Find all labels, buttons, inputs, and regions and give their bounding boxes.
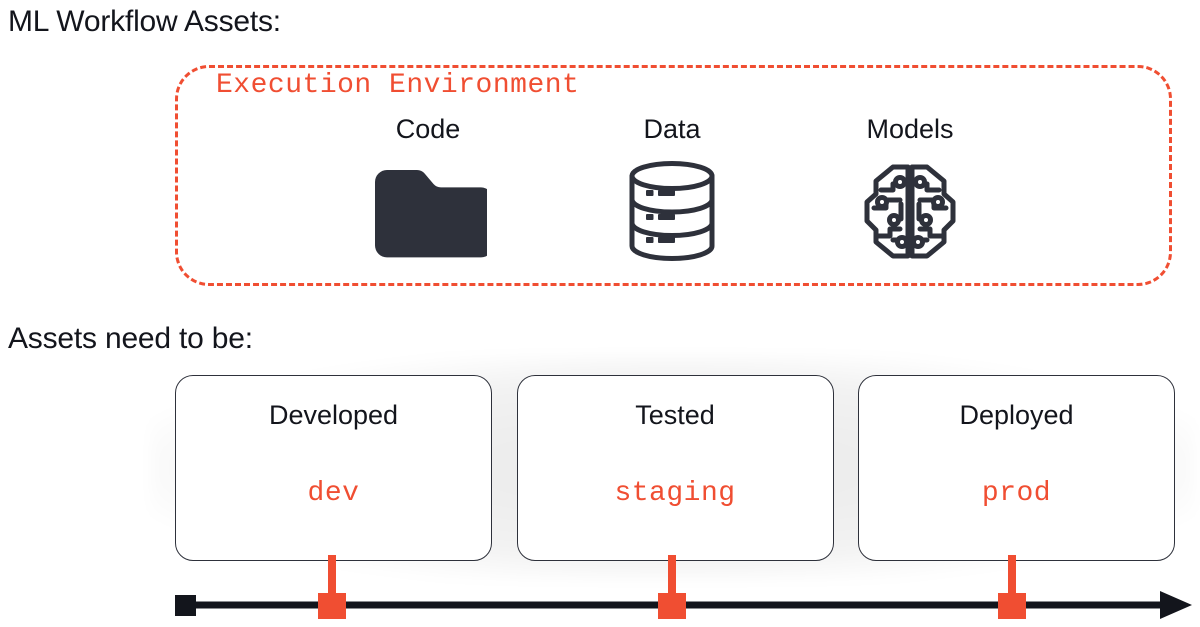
stage-env-staging: staging xyxy=(614,478,736,509)
timeline-marker-dev xyxy=(318,593,346,619)
stage-box-developed[interactable]: Developed dev xyxy=(175,375,492,561)
stage-box-deployed[interactable]: Deployed prod xyxy=(858,375,1175,561)
brain-circuit-icon xyxy=(810,158,1010,264)
asset-models: Models xyxy=(810,112,1010,264)
timeline-marker-staging xyxy=(658,593,686,619)
stage-env-dev: dev xyxy=(307,478,360,509)
stage-env-prod: prod xyxy=(981,478,1052,509)
asset-data: Data xyxy=(572,112,772,264)
connector-staging xyxy=(668,555,676,605)
stage-box-tested[interactable]: Tested staging xyxy=(516,375,834,561)
page-title-ml-workflow-assets: ML Workflow Assets: xyxy=(8,5,281,38)
stage-title-developed: Developed xyxy=(268,400,399,430)
asset-code: Code xyxy=(328,112,528,264)
section-title-assets-need-to-be: Assets need to be: xyxy=(8,322,253,355)
timeline-start-marker xyxy=(175,595,196,616)
stage-row: Developed dev Tested staging Deployed pr… xyxy=(175,375,1175,561)
asset-models-label: Models xyxy=(866,114,954,144)
timeline-arrowhead xyxy=(1160,591,1192,619)
asset-data-label: Data xyxy=(643,114,701,144)
timeline-axis xyxy=(175,555,1192,619)
asset-code-label: Code xyxy=(395,114,461,144)
folder-icon xyxy=(328,158,528,264)
stage-title-deployed: Deployed xyxy=(959,400,1074,430)
database-icon xyxy=(572,158,772,264)
stage-title-tested: Tested xyxy=(635,400,715,430)
execution-environment-label: Execution Environment xyxy=(216,70,580,101)
timeline-marker-prod xyxy=(998,593,1026,619)
execution-environment-panel xyxy=(175,65,1172,286)
connector-prod xyxy=(1008,555,1016,605)
timeline-connectors xyxy=(328,555,1016,605)
connector-dev xyxy=(328,555,336,605)
